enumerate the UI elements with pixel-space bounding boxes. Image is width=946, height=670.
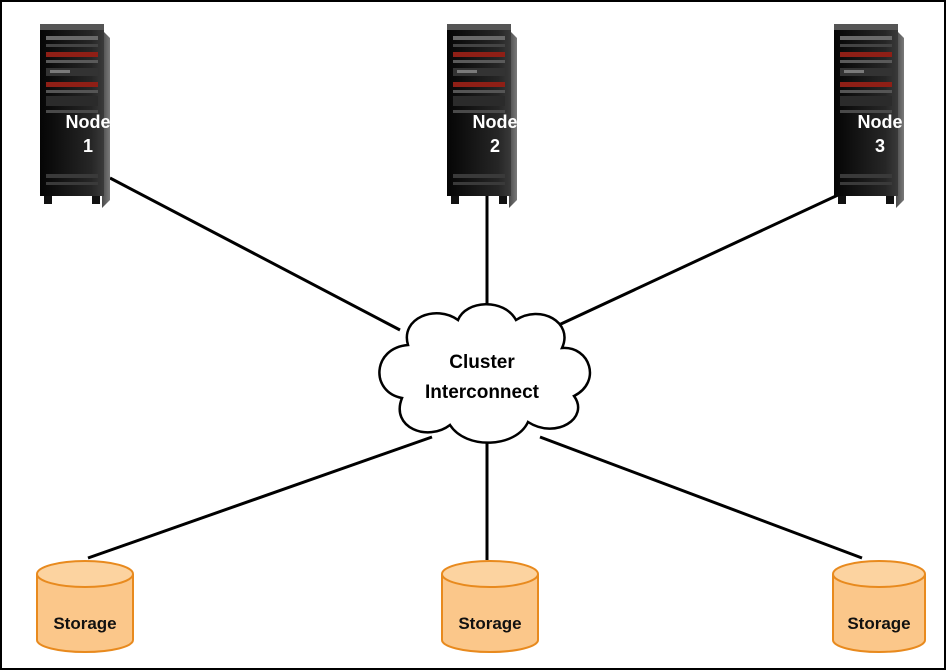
links (87, 173, 882, 560)
cloud-icon (378, 303, 592, 444)
node-server-1: Node 1 (40, 24, 111, 208)
node-label: Node (473, 112, 518, 132)
storage-cylinder-3: Storage (832, 560, 926, 653)
cloud-label-line1: Cluster (449, 352, 515, 373)
database-icon (441, 574, 539, 653)
storage-cylinder-1: Storage (36, 560, 134, 653)
storage-label: Storage (847, 614, 910, 633)
storage-label: Storage (53, 614, 116, 633)
link-node1 (109, 176, 401, 332)
node-server-2: Node 2 (447, 24, 518, 208)
cluster-interconnect-cloud: Cluster Interconnect (378, 303, 592, 444)
node-label: Node (66, 112, 111, 132)
node-number: 1 (83, 136, 93, 156)
database-icon (832, 574, 926, 653)
node-label: Node (858, 112, 903, 132)
link-storage1 (87, 435, 433, 560)
link-node3 (547, 173, 882, 332)
storage-cylinder-2: Storage (441, 560, 539, 653)
node-number: 2 (490, 136, 500, 156)
link-storage3 (539, 435, 863, 560)
database-icon (36, 574, 134, 653)
node-number: 3 (875, 136, 885, 156)
node-server-3: Node 3 (834, 24, 904, 208)
storage-label: Storage (458, 614, 521, 633)
cloud-label-line2: Interconnect (425, 382, 540, 403)
